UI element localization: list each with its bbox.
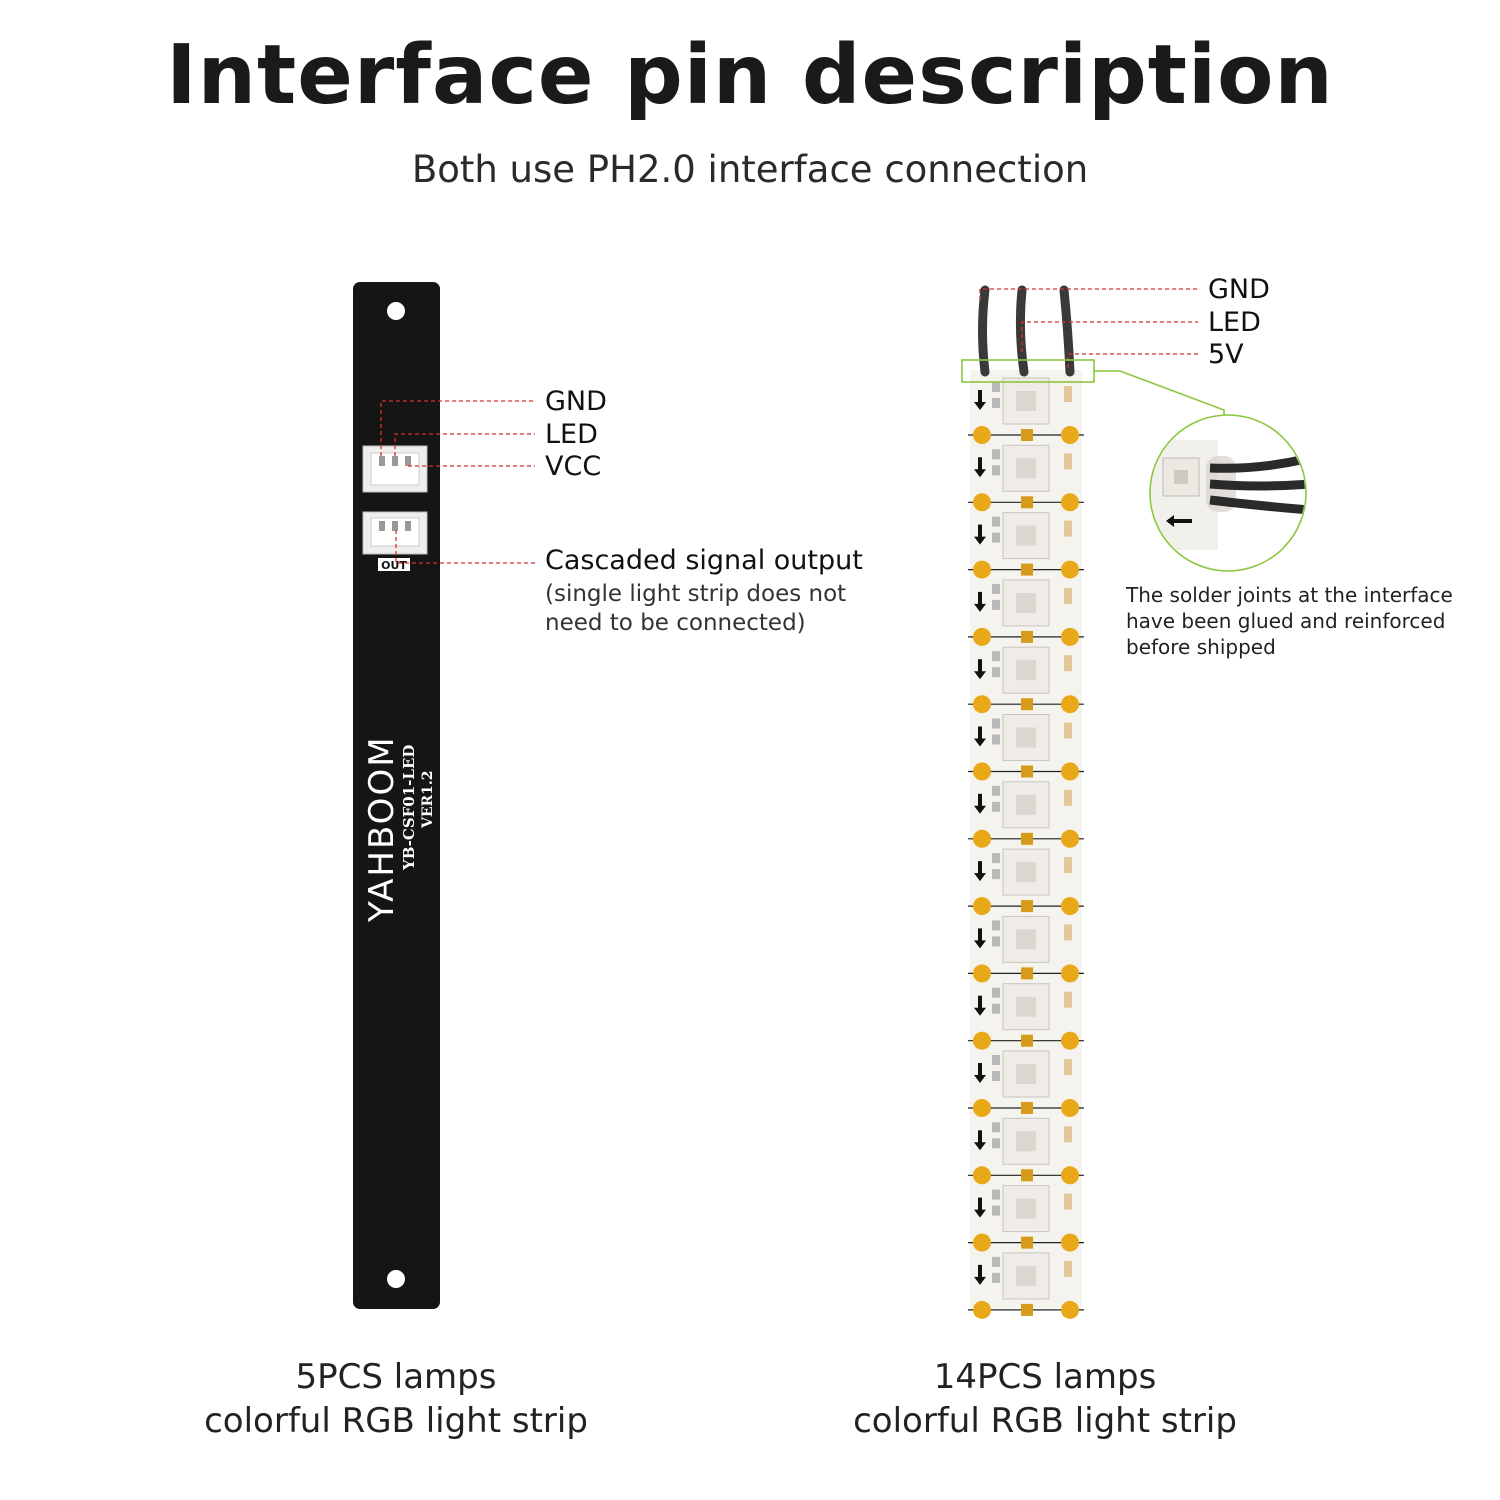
solder-note-line-2: have been glued and reinforced bbox=[1126, 609, 1446, 633]
mount-hole-bottom bbox=[387, 1270, 405, 1288]
brand-logo: YAHBOOM bbox=[362, 735, 402, 923]
mount-hole-top bbox=[387, 302, 405, 320]
cascade-output-note-1: (single light strip does not bbox=[545, 581, 847, 607]
strip-lamp bbox=[968, 714, 1084, 781]
strip-lamp bbox=[968, 579, 1084, 646]
cascade-output-note-2: need to be connected) bbox=[545, 610, 806, 636]
left-caption: 5PCS lamps colorful RGB light strip bbox=[196, 1355, 596, 1443]
model-silkscreen: YB-CSF01-LED bbox=[400, 745, 418, 871]
left-pin-led-label: LED bbox=[545, 419, 598, 450]
rgb-light-strip bbox=[968, 370, 1084, 1319]
out-silkscreen: OUT bbox=[381, 559, 407, 572]
output-connector bbox=[362, 511, 428, 555]
strip-lamp bbox=[968, 377, 1084, 444]
solder-joint-callout bbox=[961, 359, 1307, 572]
right-pin-5v-label: 5V bbox=[1208, 339, 1244, 370]
cascade-output-label: Cascaded signal output bbox=[545, 545, 863, 576]
strip-lamp bbox=[968, 848, 1084, 916]
strip-lamp bbox=[968, 915, 1084, 983]
left-leader-lines bbox=[380, 400, 535, 564]
strip-wires bbox=[978, 285, 1075, 377]
left-pin-vcc-label: VCC bbox=[545, 451, 602, 482]
right-pin-gnd-label: GND bbox=[1208, 274, 1270, 305]
page-subtitle: Both use PH2.0 interface connection bbox=[411, 148, 1089, 191]
strip-lamp bbox=[968, 444, 1084, 512]
right-pin-led-label: LED bbox=[1208, 307, 1261, 338]
strip-lamp bbox=[968, 781, 1084, 848]
right-leader-lines bbox=[979, 288, 1198, 368]
strip-lamp bbox=[968, 1050, 1084, 1117]
strip-lamp bbox=[968, 512, 1084, 579]
version-silkscreen: VER1.2 bbox=[420, 770, 436, 829]
right-caption-line-2: colorful RGB light strip bbox=[853, 1401, 1237, 1441]
right-caption: 14PCS lamps colorful RGB light strip bbox=[845, 1355, 1245, 1443]
left-caption-line-2: colorful RGB light strip bbox=[204, 1401, 588, 1441]
left-caption-line-1: 5PCS lamps bbox=[295, 1357, 497, 1397]
solder-note-line-1: The solder joints at the interface bbox=[1126, 583, 1453, 607]
page-title: Interface pin description bbox=[166, 28, 1334, 123]
left-pin-gnd-label: GND bbox=[545, 386, 607, 417]
strip-lamp bbox=[968, 1185, 1084, 1252]
strip-lamp bbox=[968, 983, 1084, 1050]
strip-lamp bbox=[968, 1117, 1084, 1185]
left-led-board: OUT YAHBOOM YB-CSF01-LED VER1.2 bbox=[353, 282, 440, 1309]
strip-lamp bbox=[968, 1252, 1084, 1319]
strip-lamp bbox=[968, 646, 1084, 714]
solder-note-line-3: before shipped bbox=[1126, 635, 1276, 659]
right-caption-line-1: 14PCS lamps bbox=[933, 1357, 1157, 1397]
